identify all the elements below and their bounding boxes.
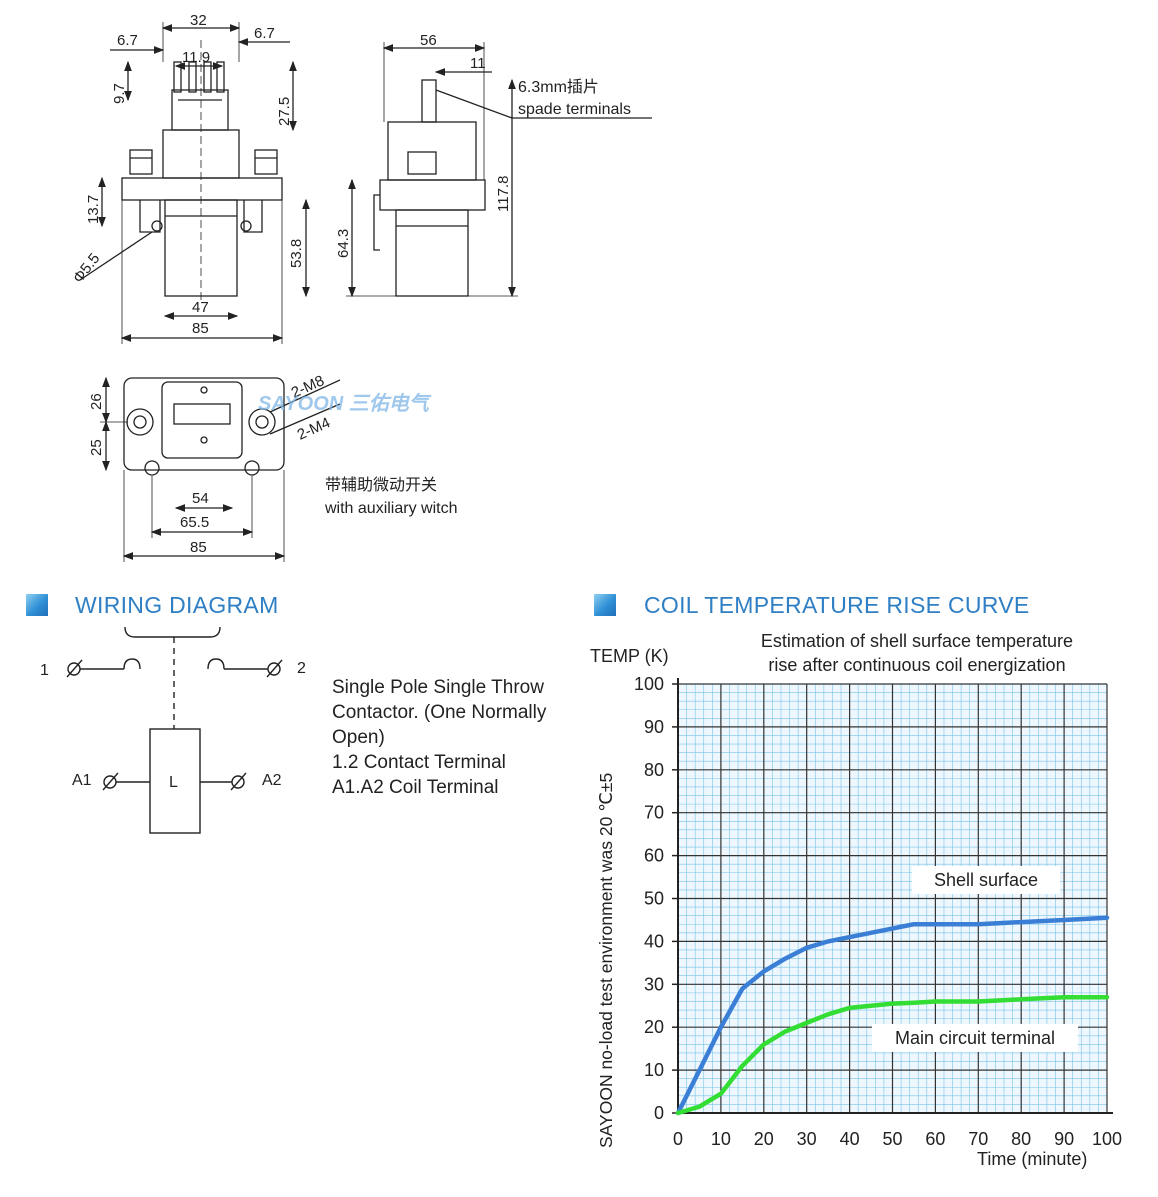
y-tick-label: 70 bbox=[644, 803, 664, 823]
x-tick-label: 10 bbox=[711, 1129, 731, 1149]
y-tick-label: 100 bbox=[634, 674, 664, 694]
series-label-bg bbox=[912, 866, 1060, 894]
x-tick-label: 30 bbox=[797, 1129, 817, 1149]
contact-terminal-2: 2 bbox=[297, 660, 306, 677]
aux-note-en: with auxiliary witch bbox=[324, 500, 457, 517]
series-label: Shell surface bbox=[934, 870, 1038, 890]
x-tick-label: 70 bbox=[968, 1129, 988, 1149]
chart-section-icon bbox=[594, 594, 616, 616]
chart-series bbox=[675, 915, 1110, 1116]
wiring-section-icon bbox=[26, 594, 48, 616]
side-note: SAYOON no-load test environment was 20 ℃… bbox=[596, 773, 616, 1148]
spade-note-cn: 6.3mm插片 bbox=[518, 78, 599, 96]
aux-note-cn: 带辅助微动开关 bbox=[325, 476, 437, 494]
dim-side-body-height: 64.3 bbox=[335, 229, 352, 258]
dim-top-overall-width: 85 bbox=[190, 539, 207, 556]
description-line: A1.A2 Coil Terminal bbox=[332, 777, 499, 798]
series-label-bg bbox=[872, 1024, 1078, 1052]
chart-title-line-2: rise after continuous coil energization bbox=[768, 655, 1065, 675]
y-tick-label: 60 bbox=[644, 846, 664, 866]
x-tick-label: 0 bbox=[673, 1129, 683, 1149]
coil-label: L bbox=[169, 774, 178, 791]
coil-terminal-a1: A1 bbox=[72, 772, 92, 789]
dim-flange-height: 13.7 bbox=[85, 195, 102, 224]
y-tick-label: 90 bbox=[644, 717, 664, 737]
y-tick-label: 80 bbox=[644, 760, 664, 780]
y-tick-label: 10 bbox=[644, 1060, 664, 1080]
wiring-description: Single Pole Single Throw Contactor. (One… bbox=[332, 675, 546, 800]
chart-section-title: COIL TEMPERATURE RISE CURVE bbox=[644, 592, 1030, 618]
dim-overall-width: 85 bbox=[192, 320, 209, 337]
description-line: Single Pole Single Throw bbox=[332, 677, 544, 698]
dim-upper-height: 27.5 bbox=[276, 97, 293, 126]
chart-ticks: 0 10 20 30 40 50 60 70 80 90 100 0 10 20 30 40 50 60 70 80 9… bbox=[634, 674, 1122, 1149]
x-axis-label: Time (minute) bbox=[977, 1149, 1087, 1169]
dim-left-offset: 6.7 bbox=[117, 32, 138, 49]
x-tick-label: 20 bbox=[754, 1129, 774, 1149]
description-line: Contactor. (One Normally bbox=[332, 702, 547, 723]
y-tick-label: 30 bbox=[644, 974, 664, 994]
x-tick-label: 90 bbox=[1054, 1129, 1074, 1149]
dim-terminal-height: 9.7 bbox=[111, 83, 128, 104]
wiring-section-title: WIRING DIAGRAM bbox=[75, 592, 279, 618]
dim-terminal-span: 11.9 bbox=[182, 49, 210, 66]
contact-terminal-1: 1 bbox=[40, 662, 49, 679]
x-tick-label: 100 bbox=[1092, 1129, 1122, 1149]
series-label: Main circuit terminal bbox=[895, 1028, 1055, 1048]
dim-body-width: 47 bbox=[192, 299, 209, 316]
dim-top-lower: 25 bbox=[88, 439, 105, 456]
dim-inner-width: 54 bbox=[192, 490, 209, 507]
watermark-logo: SAYOON 三佑电气 bbox=[258, 392, 432, 415]
series-line-main-circuit-terminal bbox=[675, 994, 1110, 1116]
dim-top-upper: 26 bbox=[88, 393, 105, 410]
y-tick-label: 50 bbox=[644, 889, 664, 909]
coil-terminal-a2: A2 bbox=[262, 772, 282, 789]
x-tick-label: 40 bbox=[840, 1129, 860, 1149]
x-tick-label: 60 bbox=[925, 1129, 945, 1149]
y-tick-label: 0 bbox=[654, 1103, 664, 1123]
dim-terminal-offset: 11 bbox=[470, 55, 486, 72]
dim-side-overall-height: 117.8 bbox=[495, 176, 512, 212]
wiring-diagram: 1 2 A1 A2 L bbox=[40, 626, 306, 834]
front-view bbox=[121, 40, 283, 300]
top-view bbox=[123, 377, 285, 476]
dimension-drawings: 32 6.7 6.7 11.9 9.7 27.5 13.7 Φ5.5 53.8 … bbox=[70, 12, 652, 562]
description-line: 1.2 Contact Terminal bbox=[332, 752, 506, 773]
x-tick-label: 50 bbox=[882, 1129, 902, 1149]
y-tick-label: 20 bbox=[644, 1017, 664, 1037]
description-line: Open) bbox=[332, 727, 385, 748]
dim-side-width: 56 bbox=[420, 32, 437, 49]
chart-axes bbox=[676, 678, 1113, 1115]
spade-note-en: spade terminals bbox=[518, 101, 631, 118]
y-tick-label: 40 bbox=[644, 931, 664, 951]
dim-hole-spacing: 65.5 bbox=[180, 514, 209, 531]
series-line-shell-surface bbox=[675, 915, 1110, 1116]
dim-top-width: 32 bbox=[190, 12, 207, 29]
dim-body-height: 53.8 bbox=[288, 239, 305, 268]
y-axis-label: TEMP (K) bbox=[590, 646, 669, 666]
dim-right-offset: 6.7 bbox=[254, 25, 275, 42]
x-tick-label: 80 bbox=[1011, 1129, 1031, 1149]
chart-title-line-1: Estimation of shell surface temperature bbox=[761, 631, 1073, 651]
